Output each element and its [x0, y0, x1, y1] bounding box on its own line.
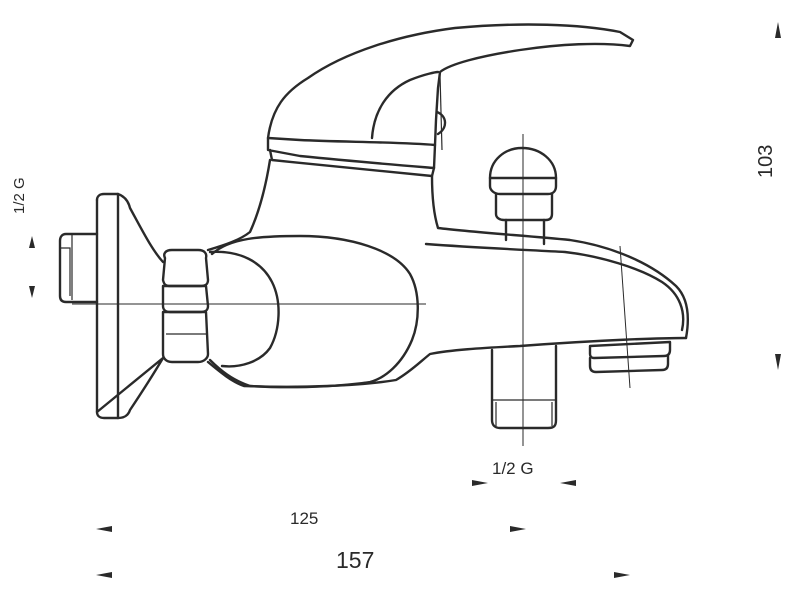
- handle-collar: [266, 136, 437, 178]
- dimension-inlet-thread: 1/2 G: [11, 177, 35, 298]
- outlet-arrow-right: [560, 480, 576, 486]
- inlet-nipple: [58, 232, 99, 304]
- height-arrow-top: [775, 22, 781, 38]
- height-arrow-bottom: [775, 354, 781, 370]
- dimension-outlet-thread: 1/2 G: [472, 459, 576, 486]
- aerator: [588, 340, 672, 374]
- dimension-width-157: 157: [96, 547, 630, 578]
- dimension-width-125: 125: [96, 509, 526, 532]
- dimension-height-103: 103: [755, 22, 781, 370]
- outlet-nipple: [490, 344, 558, 430]
- height-103-label: 103: [755, 145, 777, 178]
- inlet-arrow-top: [29, 236, 35, 248]
- width-157-arrow-right: [614, 572, 630, 578]
- spout-centerline: [619, 245, 631, 389]
- outlet-thread-label: 1/2 G: [492, 459, 534, 478]
- width-125-arrow-left: [96, 526, 112, 532]
- inlet-thread-label: 1/2 G: [11, 177, 28, 214]
- width-125-label: 125: [290, 509, 318, 528]
- width-157-arrow-left: [96, 572, 112, 578]
- lever-handle: [266, 23, 635, 151]
- width-157-label: 157: [336, 547, 374, 573]
- mixer-body: [206, 158, 690, 389]
- hex-nut: [161, 248, 210, 364]
- diverter-knob: [488, 146, 558, 246]
- wall-rosette: [95, 192, 165, 420]
- outlet-arrow-left: [472, 480, 488, 486]
- width-125-arrow-right: [510, 526, 526, 532]
- inlet-arrow-bottom: [29, 286, 35, 298]
